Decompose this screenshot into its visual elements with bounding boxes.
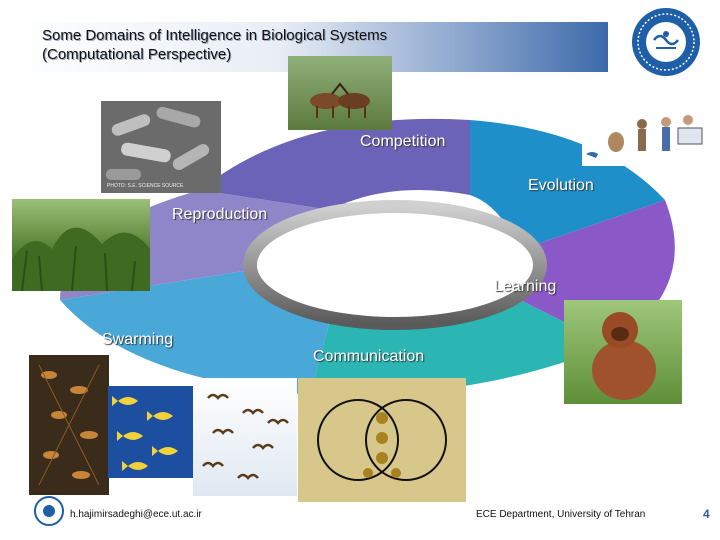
segment-swarming [60,270,330,395]
ant-swarm-photo [29,355,109,495]
orangutan-photo [564,300,682,404]
label-swarming: Swarming [102,331,174,348]
bacteria-photo-caption: PHOTO: S.E. SCIENCE SOURCE [107,183,184,189]
inner-ring [243,200,547,330]
label-learning: Learning [494,278,557,295]
slide-title-line1: Some Domains of Intelligence in Biologic… [42,27,388,44]
inner-hole [257,213,533,317]
evolution-chain-icon [586,115,703,158]
bee-dance-diagram [298,378,466,502]
label-communication: Communication [313,348,425,365]
fish-school-photo [108,386,194,478]
segment-evolution [470,120,665,250]
ants-icon [38,364,100,486]
footer-university-logo [34,496,64,526]
label-competition: Competition [360,133,446,150]
segment-competition [200,118,470,210]
birds-icon [202,393,289,480]
deer-illustration-icon [310,82,370,118]
page-number: 4 [703,507,710,521]
orangutan-icon [592,312,656,400]
footer-email: h.hajimirsadeghi@ece.ut.ac.ir [70,509,202,520]
plants-icon [12,227,150,291]
bacteria-icon [106,106,210,180]
label-reproduction: Reproduction [172,206,268,223]
deer-fighting-photo [288,56,392,130]
university-of-tehran-logo [632,8,700,76]
bee-waggle-dance-icon [317,399,448,481]
footer-department: ECE Department, University of Tehran [476,509,646,520]
vegetation-photo [12,199,150,291]
evolution-clipart [582,98,706,166]
fish-icon [112,396,178,471]
slide-title: Some Domains of Intelligence in Biologic… [42,26,387,64]
slide-title-line2: (Computational Perspective) [42,46,232,63]
birds-flock-photo [193,378,297,496]
bacteria-microscope-photo: PHOTO: S.E. SCIENCE SOURCE [101,101,221,193]
label-evolution: Evolution [528,177,594,194]
